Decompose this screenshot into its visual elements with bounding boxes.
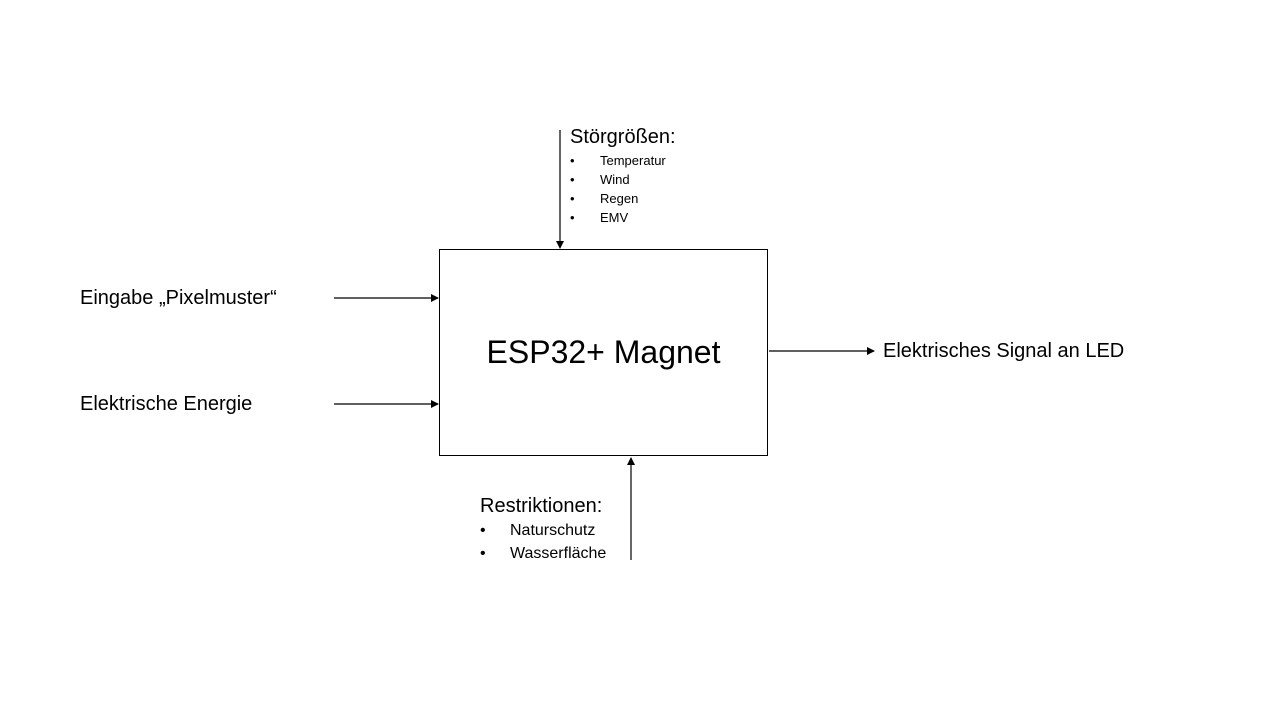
disturbance-item-label: Wind — [600, 172, 630, 187]
disturbance-item: • Temperatur — [570, 151, 676, 170]
disturbance-item-label: EMV — [600, 210, 629, 225]
input-label-pixelmuster: Eingabe „Pixelmuster“ — [80, 287, 277, 309]
disturbances-list: • Temperatur • Wind • Regen • EMV — [570, 151, 676, 227]
bullet-icon: • — [480, 522, 486, 539]
bullet-icon: • — [570, 210, 575, 225]
disturbance-item-label: Regen — [600, 191, 639, 206]
restriction-item: • Naturschutz — [480, 519, 606, 542]
restrictions-group: Restriktionen: • Naturschutz • Wasserfläch… — [480, 494, 606, 565]
disturbance-item: • EMV — [570, 208, 676, 227]
restriction-item-label: Naturschutz — [510, 522, 596, 539]
bullet-icon: • — [480, 545, 486, 562]
bullet-icon: • — [570, 153, 575, 168]
restrictions-heading: Restriktionen: — [480, 495, 603, 517]
disturbances-heading: Störgrößen: — [570, 126, 676, 148]
restriction-item: • Wasserfläche — [480, 542, 606, 565]
disturbances-group: Störgrößen: • Temperatur • Wind • Regen • EM… — [570, 125, 676, 227]
system-block: ESP32+ Magnet — [439, 249, 768, 456]
disturbance-item: • Regen — [570, 189, 676, 208]
restriction-item-label: Wasserfläche — [510, 545, 607, 562]
disturbance-item-label: Temperatur — [600, 153, 666, 168]
bullet-icon: • — [570, 172, 575, 187]
restrictions-list: • Naturschutz • Wasserfläche — [480, 519, 606, 565]
disturbance-item: • Wind — [570, 170, 676, 189]
system-title: ESP32+ Magnet — [486, 334, 721, 370]
input-label-energie: Elektrische Energie — [80, 393, 253, 415]
bullet-icon: • — [570, 191, 575, 206]
output-label-signal: Elektrisches Signal an LED — [883, 340, 1125, 362]
